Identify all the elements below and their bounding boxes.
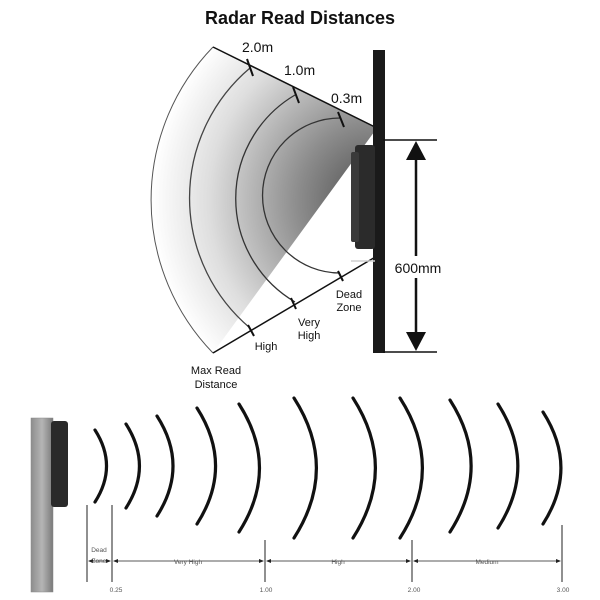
wave-arc <box>398 396 424 540</box>
distance-label-1m: 1.0m <box>284 62 315 78</box>
tick-bottom-high <box>247 324 255 337</box>
range-arc-03m <box>261 117 341 274</box>
scale-zone-high: High <box>331 559 345 566</box>
sensor-device <box>355 145 375 249</box>
range-arc-max <box>150 46 214 354</box>
dimension-arrow-up <box>406 141 426 160</box>
wave-arc <box>93 428 108 504</box>
dim-arrow-deadzone <box>88 559 111 563</box>
tick-top-2m <box>246 58 254 77</box>
wave-arc <box>195 406 218 526</box>
radar-beam-cone <box>151 47 377 353</box>
wave-group <box>93 396 563 540</box>
height-label: 600mm <box>395 260 442 276</box>
wave-arc <box>541 410 563 526</box>
wall <box>373 50 385 353</box>
wave-arc <box>496 402 520 530</box>
scale-label-025: 0.25 <box>110 587 123 594</box>
scale-label-300: 3.00 <box>557 587 570 594</box>
tick-bottom-dead <box>337 270 344 282</box>
dead-zone-label-line2: Zone <box>336 302 361 314</box>
scale-zone-zone: Zone <box>92 558 107 565</box>
very-high-label-line2: High <box>298 330 321 342</box>
max-read-label-line1: Max Read <box>191 365 241 377</box>
tick-top-1m <box>292 86 300 104</box>
scale-zone-medium: Medium <box>475 559 498 566</box>
scale-zone-very-high: Very High <box>174 559 203 566</box>
wave-arc <box>448 398 473 534</box>
range-arc-2m <box>188 67 251 329</box>
wave-arc <box>155 414 175 518</box>
wave-arc <box>237 402 262 534</box>
scale-label-100: 1.00 <box>260 587 273 594</box>
scale-zone-dead: Dead <box>91 547 107 554</box>
max-read-label-line2: Distance <box>195 379 238 391</box>
sensor-face <box>351 152 359 242</box>
tick-top-03m <box>337 111 345 128</box>
wave-arc <box>292 396 318 540</box>
dim-arrow-veryhigh <box>113 559 264 563</box>
wave-arc <box>351 396 377 540</box>
side-panel <box>30 417 54 593</box>
very-high-label-line1: Very <box>298 317 321 329</box>
distance-label-03m: 0.3m <box>331 90 362 106</box>
dim-arrow-high <box>266 559 411 563</box>
distance-label-2m: 2.0m <box>242 39 273 55</box>
scale-label-200: 2.00 <box>408 587 421 594</box>
page-title: Radar Read Distances <box>204 8 396 28</box>
wave-arc <box>124 422 142 510</box>
range-arc-1m <box>235 94 296 303</box>
dead-zone-label-line1: Dead <box>336 289 362 301</box>
side-sensor <box>51 421 68 507</box>
dim-arrow-medium <box>413 559 561 563</box>
tick-bottom-veryhigh <box>290 297 297 310</box>
beam-edge-top <box>212 46 378 129</box>
dimension-arrow-down <box>406 332 426 351</box>
high-label: High <box>255 341 278 353</box>
dimension-label-bg <box>392 256 444 278</box>
